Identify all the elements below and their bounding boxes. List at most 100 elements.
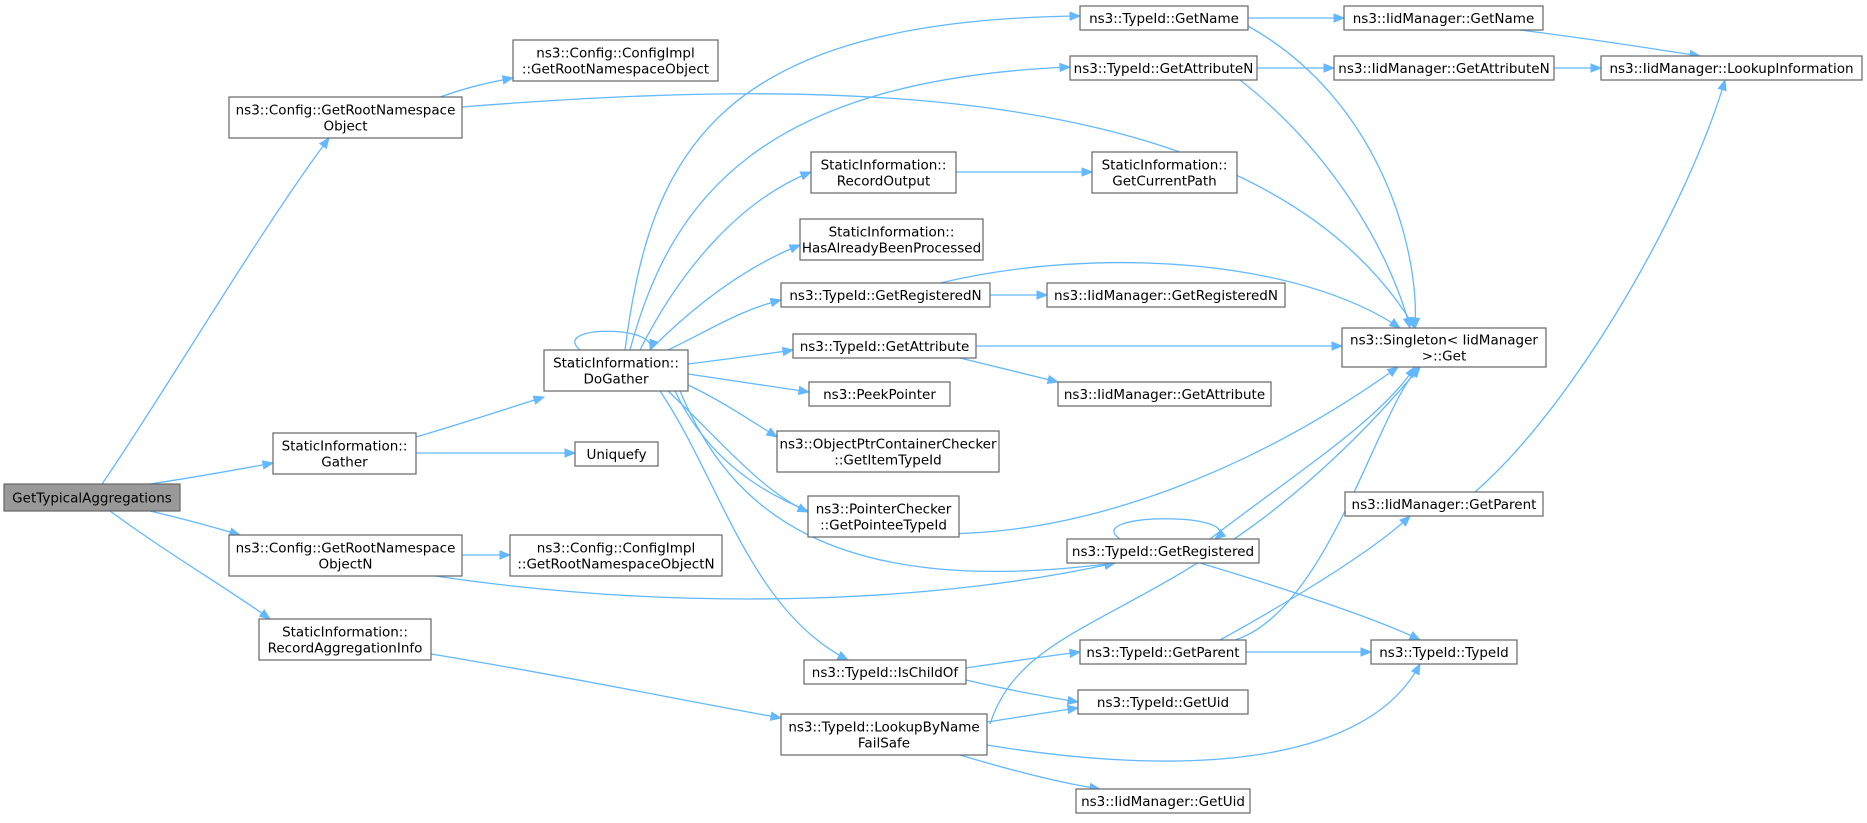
node-label-line: ns3::TypeId::GetRegisteredN [789, 288, 981, 304]
edge-line [989, 366, 1421, 725]
node-tidGetParent[interactable]: ns3::TypeId::GetParent [1079, 639, 1247, 665]
node-iidGetParent[interactable]: ns3::IidManager::GetParent [1344, 491, 1544, 517]
node-recAgg[interactable]: StaticInformation::RecordAggregationInfo [258, 618, 432, 661]
edge-arrowhead [1066, 704, 1080, 715]
node-tidGetReg[interactable]: ns3::TypeId::GetRegistered [1066, 538, 1260, 564]
node-iidGetAttrN[interactable]: ns3::IidManager::GetAttributeN [1333, 55, 1555, 81]
edge-tidGetAttr-to-iidGetAttr [959, 357, 1060, 385]
edge-arrowhead [799, 171, 813, 181]
node-iidGetName[interactable]: ns3::IidManager::GetName [1343, 5, 1544, 31]
node-label-line: ns3::Config::GetRootNamespace [236, 541, 456, 557]
edge-line [434, 562, 1116, 600]
edge-tidIsChild-to-tidGetUid [965, 679, 1080, 706]
edge-tidGetAttrN-to-iidGetAttrN [1257, 63, 1336, 73]
node-tidGetRegN[interactable]: ns3::TypeId::GetRegisteredN [780, 282, 991, 308]
node-tidTypeId[interactable]: ns3::TypeId::TypeId [1370, 639, 1518, 665]
node-box [799, 218, 984, 261]
edge-line [986, 663, 1421, 762]
edge-doGather-to-tidGetRegN [667, 297, 783, 351]
node-cfgRootN[interactable]: ns3::Config::GetRootNamespaceObjectN [228, 534, 463, 577]
edge-tidLookup-to-iidGetUid [959, 754, 1102, 793]
edge-gather-to-doGather [415, 395, 546, 438]
edge-tidGetAttr-to-singleton [976, 341, 1344, 351]
node-box [3, 483, 181, 512]
edge-line [1239, 79, 1411, 329]
edge-line [679, 390, 1116, 573]
edge-arrowhead [258, 609, 272, 620]
edge-line [659, 390, 849, 661]
edge-arrowhead [1059, 62, 1072, 73]
node-label-line: ns3::IidManager::LookupInformation [1609, 61, 1853, 77]
node-label-line: ns3::TypeId::GetName [1089, 11, 1239, 27]
edge-root-to-recAgg [109, 510, 272, 620]
node-gather[interactable]: StaticInformation::Gather [272, 432, 417, 475]
node-label-line: Object [324, 119, 368, 135]
edge-line [109, 510, 271, 620]
node-doGather[interactable]: StaticInformation::DoGather [543, 349, 689, 392]
node-box [1079, 639, 1247, 665]
node-tidGetAttrN[interactable]: ns3::TypeId::GetAttributeN [1069, 55, 1258, 81]
node-label-line: ns3::TypeId::IsChildOf [812, 665, 960, 681]
edge-line [959, 754, 1101, 790]
node-implRootN[interactable]: ns3::Config::ConfigImpl::GetRootNamespac… [509, 534, 723, 577]
node-peek[interactable]: ns3::PeekPointer [808, 381, 951, 407]
node-label-line: ns3::TypeId::GetParent [1086, 645, 1239, 661]
edge-tidGetRegN-to-iidGetRegN [990, 290, 1049, 300]
node-label-line: ns3::IidManager::GetAttributeN [1338, 61, 1549, 77]
node-root[interactable]: GetTypicalAggregations [3, 483, 181, 512]
node-hasProc[interactable]: StaticInformation::HasAlreadyBeenProcess… [799, 218, 984, 261]
node-iidGetUid[interactable]: ns3::IidManager::GetUid [1075, 788, 1251, 814]
edge-doGather-to-hasProc [649, 244, 802, 351]
edge-iidGetAttrN-to-iidLookup [1554, 63, 1603, 73]
node-box [780, 282, 991, 308]
edge-line [965, 651, 1081, 669]
node-iidGetAttr[interactable]: ns3::IidManager::GetAttribute [1057, 381, 1272, 407]
node-cfgRoot[interactable]: ns3::Config::GetRootNamespaceObject [228, 96, 463, 139]
node-label-line: Gather [321, 455, 368, 471]
edge-arrowhead [1410, 317, 1421, 330]
edge-line [687, 349, 794, 365]
node-ptrPointee[interactable]: ns3::PointerChecker::GetPointeeTypeId [807, 495, 960, 538]
node-box [543, 349, 689, 392]
edge-line [574, 330, 652, 351]
node-label-line: GetCurrentPath [1112, 174, 1216, 190]
node-singleton[interactable]: ns3::Singleton< IidManager>::Get [1341, 327, 1547, 368]
node-curPath[interactable]: StaticInformation::GetCurrentPath [1091, 151, 1238, 194]
edge-line [687, 384, 778, 438]
edges-layer [101, 11, 1727, 793]
edge-arrowhead [261, 460, 275, 470]
node-iidLookup[interactable]: ns3::IidManager::LookupInformation [1600, 55, 1863, 81]
node-tidGetUid[interactable]: ns3::TypeId::GetUid [1077, 689, 1249, 715]
edge-iidGetName-to-iidLookup [1519, 29, 1702, 60]
edge-arrowhead [1331, 341, 1344, 351]
node-box [780, 713, 988, 756]
node-recOut[interactable]: StaticInformation::RecordOutput [810, 151, 957, 194]
node-box [1341, 327, 1547, 368]
edge-cfgRoot-to-implRoot [439, 75, 515, 98]
node-tidIsChild[interactable]: ns3::TypeId::IsChildOf [803, 659, 967, 685]
node-box [1343, 5, 1544, 31]
edge-arrowhead [1069, 11, 1082, 21]
edge-arrowhead [1081, 167, 1094, 177]
node-label-line: ::GetItemTypeId [834, 453, 941, 469]
node-optrItem[interactable]: ns3::ObjectPtrContainerChecker::GetItemT… [776, 430, 1000, 473]
edge-arrowhead [1717, 78, 1727, 92]
edge-doGather-to-tidGetName [624, 11, 1082, 351]
edge-arrowhead [797, 385, 811, 396]
edge-tidGetParent-to-tidTypeId [1246, 647, 1373, 657]
edge-tidGetReg-to-tidGetReg [1113, 518, 1227, 540]
edge-line [1247, 25, 1417, 329]
edge-arrowhead [1323, 63, 1336, 73]
node-box [1069, 55, 1258, 81]
node-label-line: ns3::IidManager::GetUid [1081, 794, 1245, 810]
node-label-line: ns3::TypeId::GetAttributeN [1074, 61, 1254, 77]
node-uniquefy[interactable]: Uniquefy [574, 441, 659, 467]
node-tidGetAttr[interactable]: ns3::TypeId::GetAttribute [792, 333, 977, 359]
node-label-line: ns3::Config::ConfigImpl [537, 541, 695, 557]
node-iidGetRegN[interactable]: ns3::IidManager::GetRegisteredN [1046, 282, 1286, 308]
node-tidGetName[interactable]: ns3::TypeId::GetName [1079, 5, 1249, 31]
edge-line [629, 66, 1071, 351]
edge-line [1219, 515, 1411, 641]
node-implRoot[interactable]: ns3::Config::ConfigImpl::GetRootNamespac… [512, 39, 719, 82]
